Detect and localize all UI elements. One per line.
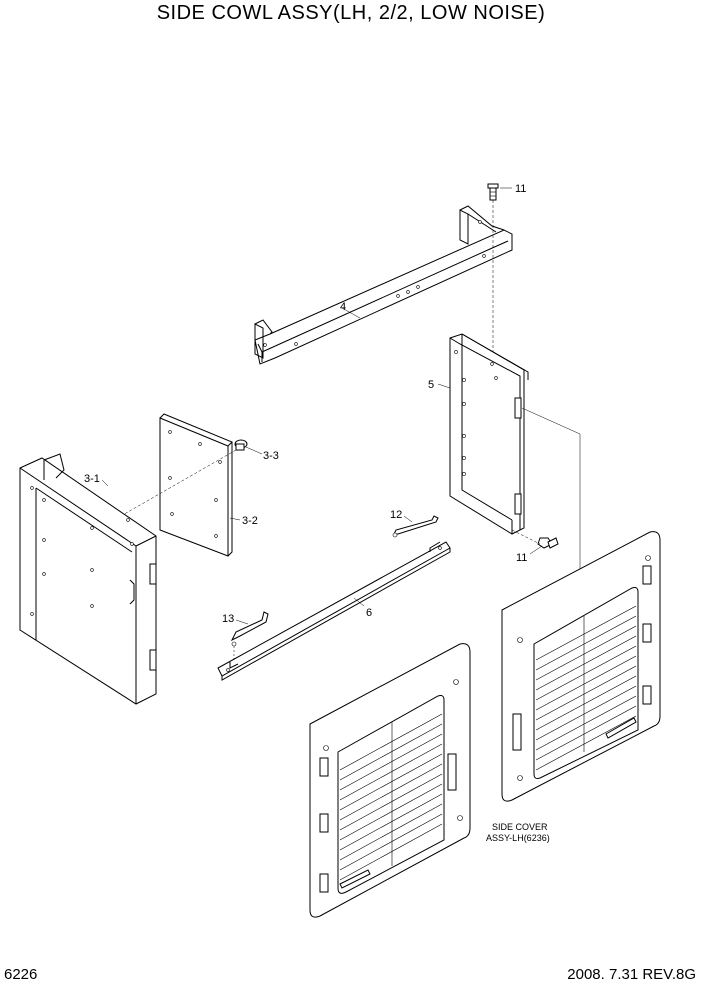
callout-5: 5 [428,379,434,391]
side-cover-rear [501,531,661,802]
louver-slats-front [339,713,443,881]
part-12-rod [392,515,439,538]
part-3-2-panel [159,413,233,557]
callout-12: 12 [390,509,402,521]
callout-3-1: 3-1 [84,473,100,485]
callout-3-3: 3-3 [263,450,279,462]
callout-11-lower: 11 [516,552,527,564]
part-3-1-frame [19,453,157,705]
louver-slats-rear [535,605,637,771]
callout-6: 6 [366,607,372,619]
callout-3-2: 3-2 [242,515,258,527]
revision-date: 2008. 7.31 REV.8G [567,966,696,983]
part-6-long-bar [217,541,451,681]
side-cover-note-line1: SIDE COVER [492,822,548,832]
side-cover-front [309,643,471,918]
callout-4: 4 [340,301,346,313]
part-4-upper-frame [254,205,513,365]
part-3-3-clip [234,439,248,451]
callout-13: 13 [222,613,234,625]
callout-11-top: 11 [515,183,526,195]
part-11-bolt-top [487,183,499,201]
drawing-title: SIDE COWL ASSY(LH, 2/2, LOW NOISE) [156,2,546,24]
part-5-side-bracket [449,333,529,535]
part-13-rod [230,611,269,660]
page-number: 6226 [4,966,38,983]
side-cover-note-line2: ASSY-LH(6236) [486,833,550,843]
part-11-bolt-lower [537,537,559,549]
